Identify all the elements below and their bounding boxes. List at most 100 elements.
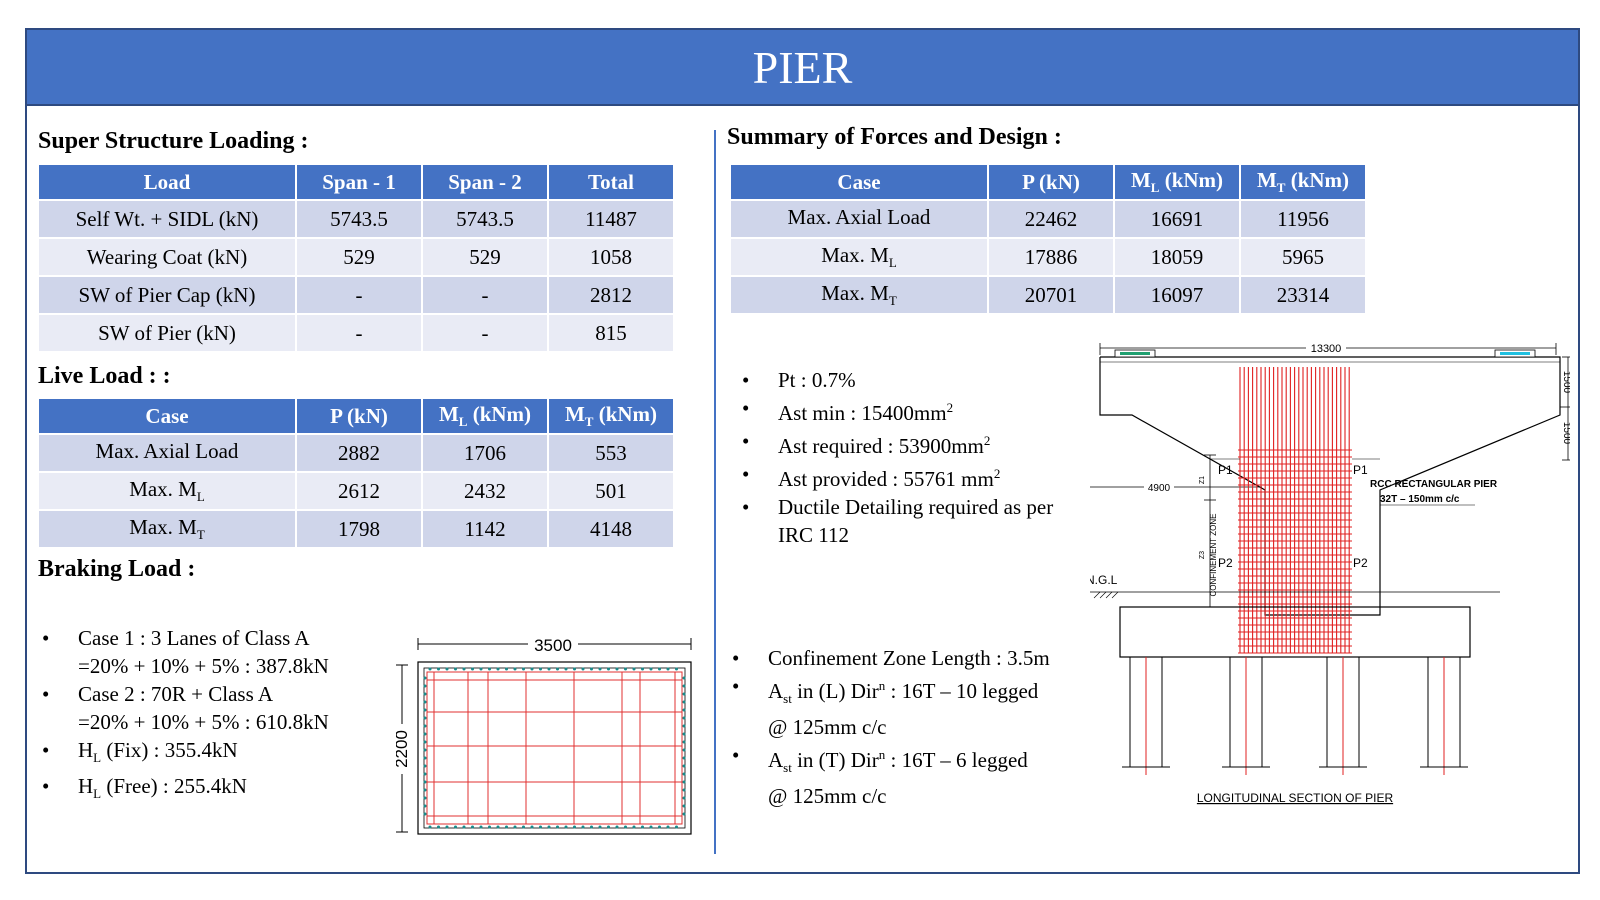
list-item: •Pt : 0.7% (742, 368, 856, 392)
table-cell: 5743.5 (423, 201, 547, 237)
table-cell: Max. ML (39, 473, 295, 509)
rebar-dot (682, 796, 686, 800)
rebar-dot (423, 788, 427, 792)
list-item: •Ductile Detailing required as per (742, 495, 1054, 519)
confinement-zone-label: CONFINEMENT ZONE (1209, 514, 1218, 597)
rebar-dot (682, 748, 686, 752)
list-item: @ 125mm c/c (768, 715, 887, 740)
rebar-dot (581, 667, 585, 671)
rebar-dot (522, 825, 525, 829)
table-cell: - (423, 315, 547, 351)
left-dimension: 4900 (1148, 483, 1171, 494)
list-item: =20% + 10% + 5% : 387.8kN (78, 654, 329, 678)
column-divider (714, 130, 716, 854)
rebar-dot (530, 667, 534, 671)
rebar-dot (624, 825, 627, 829)
table-row: SW of Pier (kN)--815 (39, 315, 673, 351)
table-cell: 20701 (989, 277, 1113, 313)
header-span2: Span - 2 (423, 165, 547, 199)
list-item: •Ast in (T) Dirn : 16T – 6 legged (732, 743, 1028, 776)
header-total: Total (549, 165, 673, 199)
list-item: •Ast provided : 55761 mm2 (742, 462, 1001, 491)
table-cell: 1798 (297, 511, 421, 547)
rebar-dot (682, 732, 686, 736)
rebar-dot (513, 825, 517, 829)
table-cell: - (297, 277, 421, 313)
rebar-dot (423, 724, 427, 728)
table-cell: Self Wt. + SIDL (kN) (39, 201, 295, 237)
table-cell: Max. MT (731, 277, 987, 313)
braking-list: •Case 1 : 3 Lanes of Class A =20% + 10% … (42, 624, 329, 808)
table-cell: Max. MT (39, 511, 295, 547)
table-cell: SW of Pier (kN) (39, 315, 295, 351)
rebar-dot (682, 764, 686, 768)
rebar-dot (556, 825, 559, 829)
rebar-dot (666, 825, 670, 829)
rebar-dot (658, 667, 661, 671)
braking-heading: Braking Load : (38, 556, 196, 582)
rebar-dot (437, 825, 440, 829)
table-cell: 553 (549, 435, 673, 471)
rebar-dot (505, 667, 508, 671)
rebar-dot (423, 764, 427, 768)
summary-table: Case P (kN) ML (kNm) MT (kNm) Max. Axial… (729, 163, 1367, 315)
rebar-dot (454, 825, 457, 829)
table-cell: 16691 (1115, 201, 1239, 237)
table-cell: 2612 (297, 473, 421, 509)
rebar-dot (423, 812, 427, 816)
pier-bar-label: 32T – 150mm c/c (1380, 494, 1460, 505)
rebar-dot (454, 667, 457, 671)
height-dimension: 2200 (396, 730, 411, 768)
rebar-dot (682, 724, 686, 728)
design-list: •Pt : 0.7% •Ast min : 15400mm2 •Ast requ… (742, 366, 1053, 549)
ngl-label: N.G.L (1090, 573, 1118, 587)
z1-label: Z1 (1199, 476, 1206, 484)
rebar-dot (682, 684, 686, 688)
rebar-dot (423, 780, 427, 784)
list-item: •Ast in (L) Dirn : 16T – 10 legged (732, 674, 1039, 707)
header-p: P (kN) (297, 399, 421, 433)
rebar-dot (505, 825, 508, 829)
p2-right-label: P2 (1353, 556, 1368, 570)
rebar-dot (615, 825, 619, 829)
table-cell: 4148 (549, 511, 673, 547)
super-heading: Super Structure Loading : (38, 128, 309, 154)
rebar-dot (423, 756, 427, 760)
rebar-dot (423, 740, 427, 744)
table-cell: 2882 (297, 435, 421, 471)
rebar-dot (423, 804, 427, 808)
rebar-dot (573, 667, 576, 671)
rebar-dot (607, 667, 610, 671)
header-ml: ML (kNm) (423, 399, 547, 433)
longitudinal-section-drawing: 13300 1500 1500 4900 Z1 Z3 CONFINEMENT Z… (1090, 341, 1570, 805)
rebar-dot (423, 692, 427, 696)
rebar-dot (479, 825, 483, 829)
rebar-dot (682, 716, 686, 720)
rebar-dot (539, 825, 542, 829)
rebar-dot (641, 667, 644, 671)
rebar-dot (513, 667, 517, 671)
confinement-list: •Confinement Zone Length : 3.5m •Ast in … (732, 644, 1050, 810)
table-cell: 5965 (1241, 239, 1365, 275)
rebar-dot (445, 667, 449, 671)
rebar-dot (598, 825, 602, 829)
rebar-dot (423, 732, 427, 736)
table-cell: 815 (549, 315, 673, 351)
rebar-dot (547, 825, 551, 829)
table-cell: 501 (549, 473, 673, 509)
table-cell: Max. Axial Load (39, 435, 295, 471)
table-cell: 1058 (549, 239, 673, 275)
rebar-dot (682, 692, 686, 696)
rebar-dot (624, 667, 627, 671)
rebar-dot (632, 825, 636, 829)
table-cell: 5743.5 (297, 201, 421, 237)
table-cell: Max. ML (731, 239, 987, 275)
table-cell: 529 (423, 239, 547, 275)
super-structure-table: Load Span - 1 Span - 2 Total Self Wt. + … (37, 163, 675, 353)
rebar-dot (479, 667, 483, 671)
table-cell: 529 (297, 239, 421, 275)
rebar-dot (682, 812, 686, 816)
rebar-dot (564, 667, 568, 671)
